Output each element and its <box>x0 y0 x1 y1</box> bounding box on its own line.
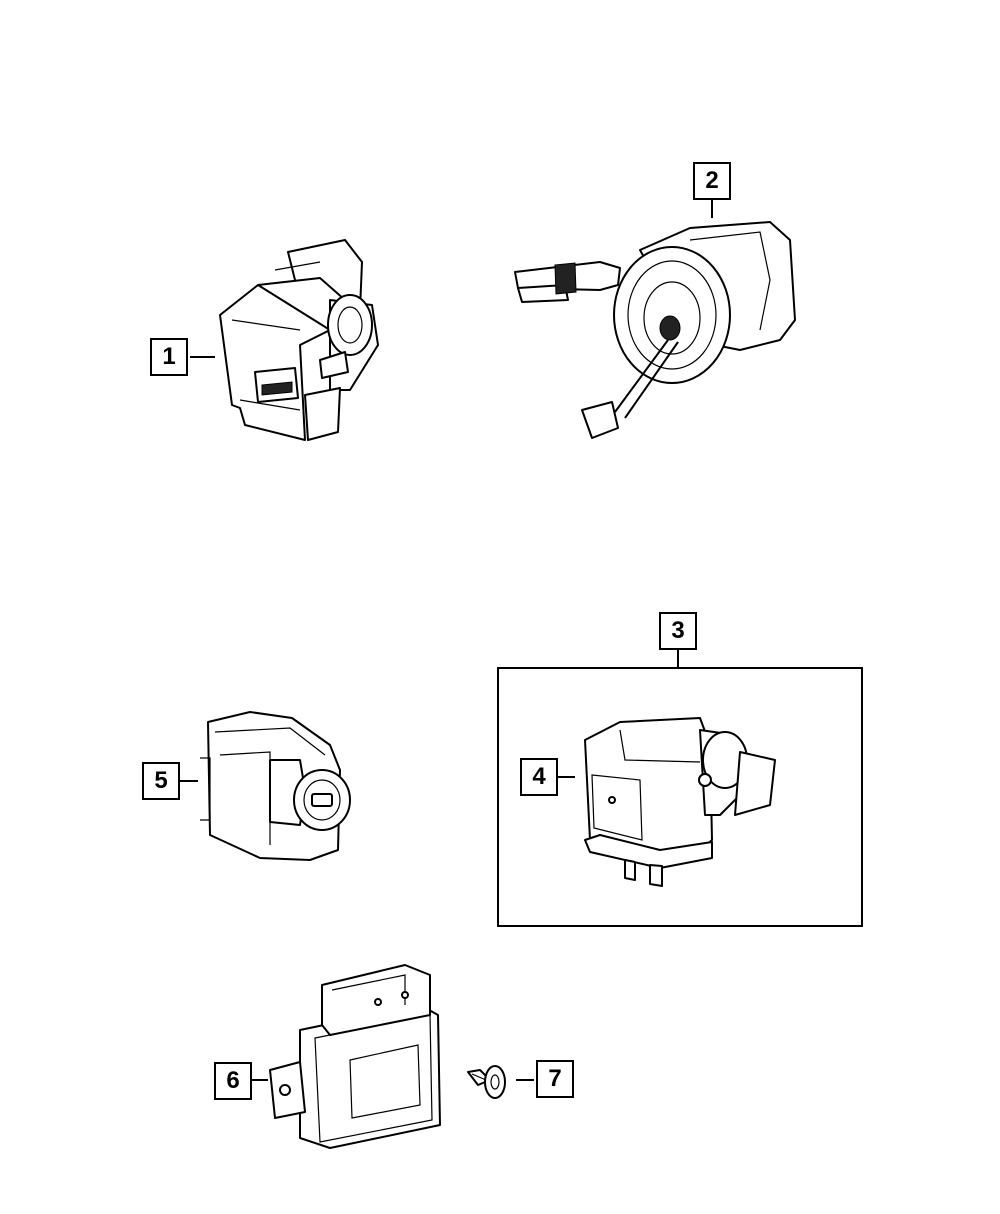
part-3-kit-boundary <box>497 667 863 927</box>
callout-3: 3 <box>659 612 697 650</box>
callout-2: 2 <box>693 162 731 200</box>
callout-7: 7 <box>536 1060 574 1098</box>
callout-1: 1 <box>150 338 188 376</box>
part-2-clockspring <box>514 221 796 439</box>
callout-4: 4 <box>520 758 558 796</box>
part-5-lock-housing <box>200 711 351 861</box>
part-7-screw <box>467 1065 506 1099</box>
callout-6: 6 <box>214 1062 252 1100</box>
callout-5: 5 <box>142 762 180 800</box>
part-4-module-assembly <box>584 717 776 887</box>
part-1-switch-module <box>219 239 379 441</box>
part-6-control-module <box>269 964 441 1149</box>
